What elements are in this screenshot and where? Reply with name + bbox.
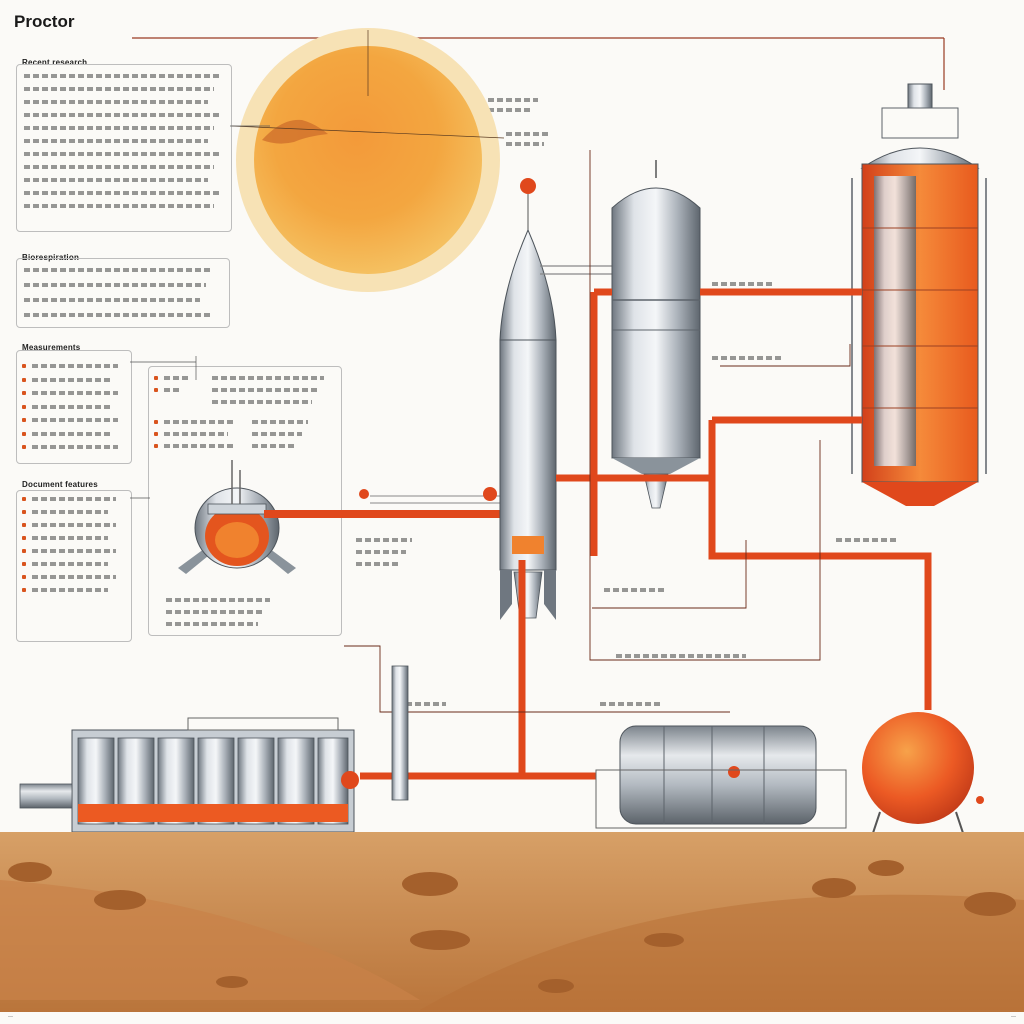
text-line: [600, 702, 660, 706]
bullet-line: [154, 420, 240, 424]
bullet-line: [22, 497, 120, 501]
bullet-line: [22, 418, 122, 422]
text-line: [166, 598, 270, 602]
text-line: [24, 152, 220, 156]
silo-tank-icon: [611, 160, 701, 509]
text-line: [24, 139, 208, 143]
bullet-line: [22, 549, 120, 553]
text-line: [356, 550, 406, 554]
text-line: [506, 142, 544, 146]
bullet-line: [22, 377, 122, 382]
text-line: [24, 178, 208, 182]
bullet-line: [154, 376, 194, 380]
text-line: [212, 400, 312, 404]
design-text-box: [16, 490, 132, 642]
bullet-line: [22, 523, 120, 527]
research-text-box: [16, 64, 232, 232]
section-heading-measurements: Measurements: [22, 343, 81, 352]
detail-text-box: [148, 366, 342, 636]
bullet-line: [22, 562, 120, 566]
abstract-text-box: [16, 258, 230, 328]
text-line: [166, 622, 258, 626]
sun-disc-icon: [231, 28, 505, 292]
text-line: [24, 204, 214, 208]
bullet-line: [22, 431, 122, 436]
text-line: [836, 538, 896, 542]
text-line: [24, 126, 214, 130]
text-line: [24, 165, 214, 169]
text-line: [24, 298, 200, 302]
text-line: [406, 702, 446, 706]
section-heading-design: Document features: [22, 480, 98, 489]
bullet-line: [22, 588, 120, 592]
sphere-tank-icon: [862, 712, 984, 837]
footer-left-text: —: [8, 1014, 13, 1020]
section-heading-research: Recent research: [22, 58, 88, 67]
poster-title: Proctor: [14, 12, 75, 31]
bullet-line: [22, 364, 122, 368]
battery-bank-icon: [19, 665, 409, 833]
text-line: [24, 74, 220, 78]
martian-ground: [0, 832, 1024, 1014]
text-line: [252, 420, 308, 424]
bullet-line: [22, 445, 122, 449]
rocket-icon: [499, 178, 557, 620]
text-line: [616, 654, 746, 658]
text-line: [488, 98, 538, 102]
bullet-line: [154, 388, 194, 392]
text-line: [24, 87, 214, 91]
text-line: [212, 388, 318, 392]
text-line: [166, 610, 264, 614]
section-heading-abstract: Biorespiration: [22, 253, 80, 262]
tall-reactor-tank-icon: [851, 83, 987, 506]
bullet-line: [22, 536, 120, 540]
text-line: [24, 268, 212, 272]
text-line: [712, 356, 782, 360]
footer-right-text: —: [1011, 1014, 1016, 1020]
bullet-line: [154, 432, 240, 436]
text-line: [488, 108, 532, 112]
text-line: [604, 588, 664, 592]
text-line: [252, 432, 302, 436]
text-line: [24, 191, 220, 195]
bullet-line: [22, 404, 122, 409]
bullet-line: [22, 575, 120, 579]
text-line: [24, 113, 220, 117]
bullet-line: [154, 444, 240, 448]
text-line: [506, 132, 550, 136]
text-line: [356, 562, 400, 566]
text-line: [24, 313, 212, 317]
bullet-line: [22, 510, 120, 514]
text-line: [356, 538, 412, 542]
horizontal-tank-icon: [595, 725, 847, 829]
measurements-text-box: [16, 350, 132, 464]
text-line: [712, 282, 772, 286]
pod-reactor-icon: [178, 460, 296, 574]
bullet-line: [22, 391, 122, 395]
text-line: [24, 100, 208, 104]
text-line: [252, 444, 296, 448]
text-line: [24, 283, 206, 287]
text-line: [212, 376, 324, 380]
